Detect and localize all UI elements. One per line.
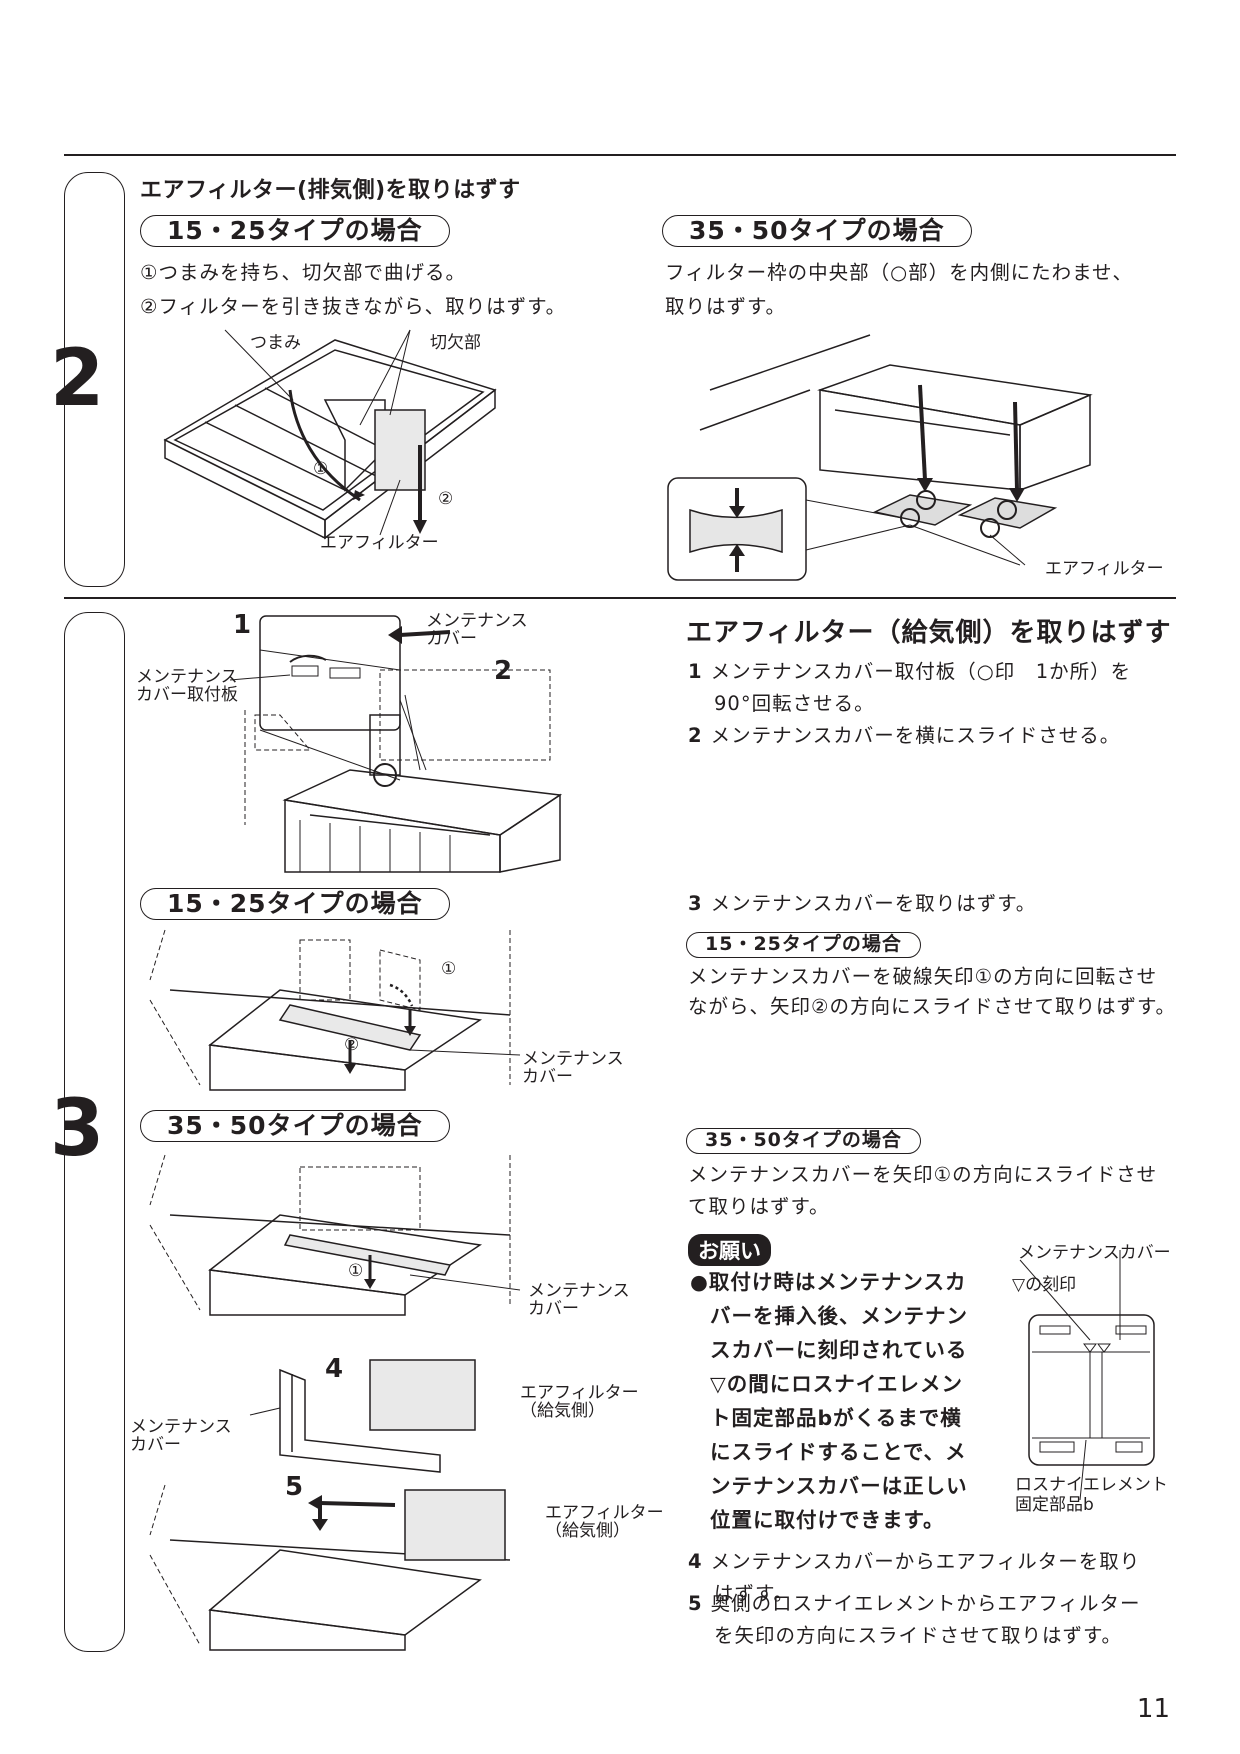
step-2-left-line-1: ①つまみを持ち、切欠部で曲げる。 [140, 261, 466, 284]
step-2-box [64, 172, 125, 587]
step-2-left-diagram [163, 329, 497, 540]
step-2-number: 2 [50, 334, 105, 424]
step-3-fig-pill-1525: 15・25タイプの場合 [140, 888, 450, 920]
note-line-6: にスライドすることで、メ [710, 1440, 967, 1464]
fig-3550-cover-label-2: カバー [528, 1299, 579, 1319]
step-3-fig-pill-3550: 35・50タイプの場合 [140, 1110, 450, 1142]
step-2-left-filter-label: エアフィルター [320, 533, 439, 553]
step-3-sub1-pill: 15・25タイプの場合 [686, 932, 921, 958]
step-3-item-4: 4 メンテナンスカバーからエアフィルターを取りはずす。 [688, 1546, 1158, 1610]
note-line-4: ▽の間にロスナイエレメン [710, 1372, 964, 1396]
step-3-sub2-line-1: メンテナンスカバーを矢印①の方向にスライドさせ [688, 1163, 1158, 1186]
step-3-sub1-line-2: ながら、矢印②の方向にスライドさせて取りはずす。 [688, 995, 1177, 1018]
step-2-left-line-2: ②フィルターを引き抜きながら、取りはずす。 [140, 295, 567, 318]
fig-4-cover-label-2: カバー [130, 1435, 181, 1455]
fig-4-filter-label-1: エアフィルター [520, 1383, 639, 1403]
step-2-left-pill: 15・25タイプの場合 [140, 215, 450, 247]
step-3-item-1: 1 メンテナンスカバー取付板（○印 1か所）を90°回転させる。 [688, 656, 1158, 720]
step-2-knob-label: つまみ [250, 333, 301, 353]
fig-5-filter-label-2: （給気側） [545, 1521, 630, 1541]
step-3-diagram-5 [149, 1484, 511, 1651]
page-number: 11 [1136, 1694, 1170, 1724]
fig-plate-label-2: カバー取付板 [136, 685, 238, 705]
step-3-item-2-num: 2 [688, 724, 703, 747]
step-2-circle-2-label: ② [438, 489, 454, 509]
fig-1525-cover-label-1: メンテナンス [522, 1049, 624, 1069]
fig-1525-circle-2: ② [344, 1035, 360, 1055]
step-2-right-pill: 35・50タイプの場合 [662, 215, 972, 247]
fig-1525-circle-1: ① [441, 959, 457, 979]
middle-rule [64, 597, 1176, 599]
step-3-item-5: 5 奥側のロスナイエレメントからエアフィルターを矢印の方向にスライドさせて取りはず… [688, 1588, 1158, 1652]
step-2-right-filter-label: エアフィルター [1045, 559, 1164, 579]
note-mark-label: ▽の刻印 [1012, 1275, 1077, 1295]
note-diagram [1019, 1250, 1155, 1501]
note-line-1: ●取付け時はメンテナンスカ [690, 1270, 967, 1294]
step-3-item-1-num: 1 [688, 660, 703, 683]
step-3-sub2-pill: 35・50タイプの場合 [686, 1128, 921, 1154]
fig-5-filter-label-1: エアフィルター [545, 1503, 664, 1523]
step-3-item-1-text: メンテナンスカバー取付板（○印 1か所）を90°回転させる。 [710, 660, 1132, 715]
step-3-item-4-text: メンテナンスカバーからエアフィルターを取りはずす。 [710, 1550, 1141, 1605]
step-3-item-5-text: 奥側のロスナイエレメントからエアフィルターを矢印の方向にスライドさせて取りはずす… [710, 1592, 1141, 1647]
step-3-number: 3 [50, 1084, 105, 1174]
step-2-right-diagram [667, 334, 1093, 581]
fig-step-1-label: 1 [233, 610, 252, 640]
note-cover-label: メンテナンスカバー [1018, 1243, 1171, 1263]
step-3-item-5-num: 5 [688, 1592, 703, 1615]
note-line-8: 位置に取付けできます。 [710, 1508, 945, 1532]
step-3-diagram-1525 [149, 929, 521, 1091]
step-2-right-line-1: フィルター枠の中央部（○部）を内側にたわませ、 [665, 261, 1134, 284]
fig-4-filter-label-2: （給気側） [520, 1401, 605, 1421]
step-3-item-2: 2 メンテナンスカバーを横にスライドさせる。 [688, 720, 1158, 752]
fig-plate-label-1: メンテナンス [136, 667, 238, 687]
note-line-7: ンテナンスカバーは正しい [710, 1474, 968, 1498]
step-2-title: エアフィルター(排気側)を取りはずす [140, 178, 521, 203]
fig-3550-circle-1: ① [348, 1261, 364, 1281]
step-3-sub2-line-2: て取りはずす。 [688, 1195, 830, 1218]
fig-step-4-label: 4 [325, 1354, 344, 1384]
note-badge: お願い [688, 1234, 771, 1266]
step-3-diagram-4 [249, 1359, 476, 1473]
note-part-label-1: ロスナイエレメント [1015, 1475, 1168, 1495]
step-3-item-3: 3 メンテナンスカバーを取りはずす。 [688, 888, 1158, 920]
step-3-item-3-num: 3 [688, 892, 703, 915]
step-3-title: エアフィルター（給気側）を取りはずす [686, 618, 1172, 648]
step-3-diagram-1 [229, 615, 563, 873]
step-3-diagram-3550 [149, 1154, 521, 1316]
fig-3550-cover-label-1: メンテナンス [528, 1281, 630, 1301]
note-line-5: ト固定部品bがくるまで横 [710, 1406, 962, 1430]
step-2-circle-1-label: ① [313, 459, 329, 479]
fig-4-cover-label-1: メンテナンス [130, 1417, 232, 1437]
top-rule [64, 154, 1176, 156]
step-2-notch-label: 切欠部 [430, 333, 481, 353]
fig-step-5-label: 5 [285, 1472, 304, 1502]
fig-1525-cover-label-2: カバー [522, 1067, 573, 1087]
note-line-3: スカバーに刻印されている [710, 1338, 968, 1362]
fig-step-2-label: 2 [494, 656, 513, 686]
step-3-item-2-text: メンテナンスカバーを横にスライドさせる。 [710, 724, 1121, 747]
step-3-sub1-line-1: メンテナンスカバーを破線矢印①の方向に回転させ [688, 965, 1158, 988]
fig-cover-label-top-1: メンテナンス [426, 611, 528, 631]
step-3-item-4-num: 4 [688, 1550, 703, 1573]
step-3-item-3-text: メンテナンスカバーを取りはずす。 [710, 892, 1037, 915]
note-part-label-2: 固定部品b [1015, 1495, 1094, 1515]
step-2-right-line-2: 取りはずす。 [665, 295, 787, 318]
step-3-box [64, 612, 125, 1652]
note-line-2: バーを挿入後、メンテナン [710, 1304, 968, 1328]
